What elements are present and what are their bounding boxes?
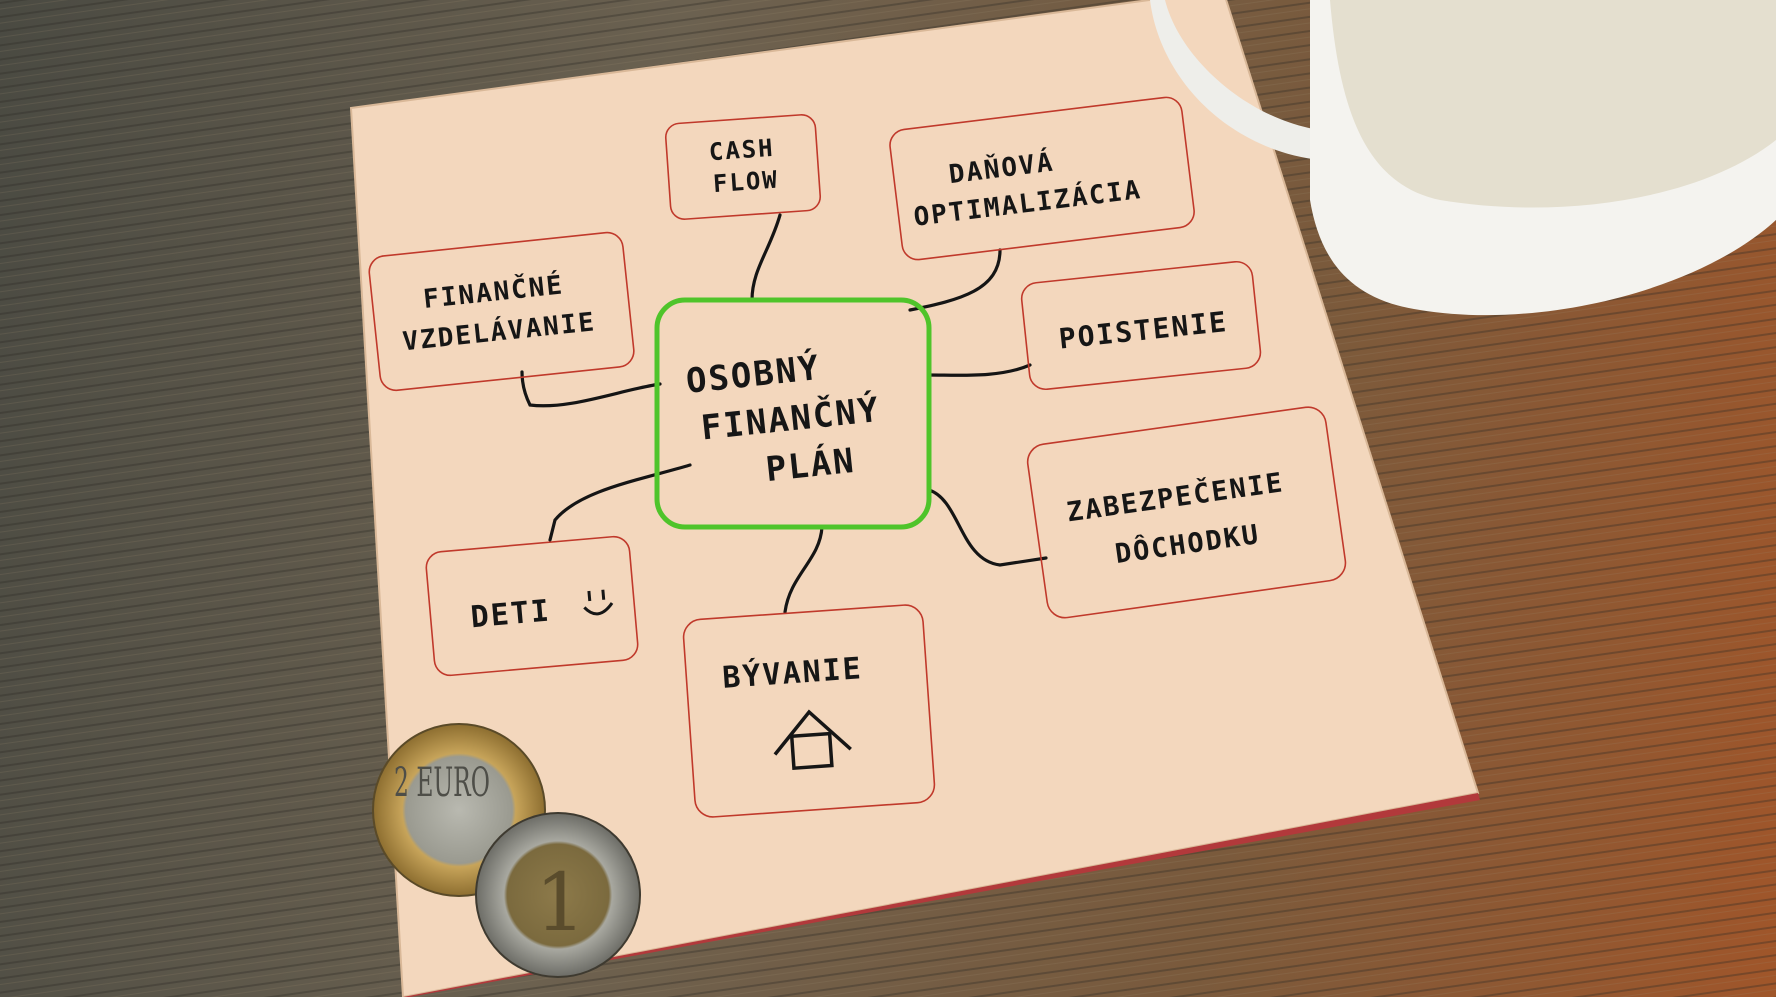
napkin-shadow [403,793,1480,997]
smiley-icon [583,589,614,616]
center-line-3: PLÁN [764,440,858,490]
node-deti: DETI [425,535,639,677]
mindmap-connectors [520,213,1048,614]
cash-flow-line-2: FLOW [712,166,780,199]
one-euro-coin: 1 [475,812,641,978]
deti-label: DETI [469,593,552,635]
coffee-cup [1150,0,1776,316]
one-euro-label: 1 [535,856,586,949]
house-icon [773,709,852,771]
node-cash-flow: CASH FLOW [664,114,822,220]
two-euro-label: 2 EURO [394,760,490,806]
cash-flow-line-1: CASH [708,134,776,167]
